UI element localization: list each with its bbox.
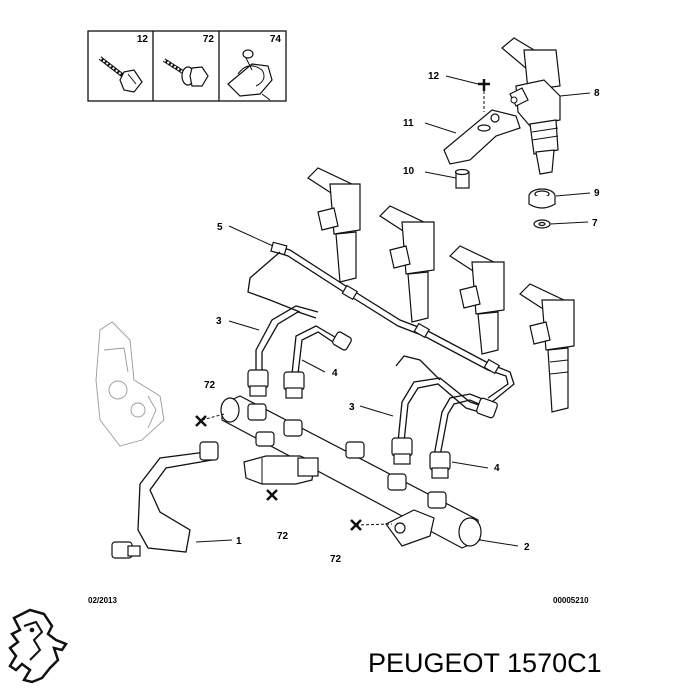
- injector-2: [379, 205, 435, 323]
- injector-4: [519, 283, 575, 413]
- peugeot-lion-logo: [8, 608, 68, 684]
- injector-3: [449, 245, 505, 355]
- callout-5: 5: [217, 222, 223, 233]
- bolt-washer-icon: [162, 58, 209, 87]
- legend-code-12: 12: [137, 34, 149, 45]
- spacer: [454, 168, 470, 189]
- injector-exploded: [501, 37, 561, 175]
- hp-pipe-right: [391, 355, 498, 479]
- footer-date: 02/2013: [88, 596, 117, 605]
- hp-pipe-left: [247, 305, 352, 399]
- fuel-rail: [220, 395, 482, 549]
- leader-lines: [195, 75, 591, 547]
- legend-box: 12 72 74: [87, 30, 287, 102]
- washer: [533, 219, 551, 229]
- return-line: [247, 241, 515, 403]
- injector-1: [307, 167, 361, 283]
- callout-3b: 3: [349, 402, 355, 413]
- marker-72c: [350, 519, 393, 531]
- callout-4a: 4: [332, 368, 338, 379]
- hp-pump-ghost: [95, 321, 165, 447]
- callout-11: 11: [403, 118, 414, 129]
- callout-72b: 72: [277, 531, 289, 542]
- pump-pipe: [111, 441, 219, 559]
- callout-72c: 72: [330, 554, 342, 565]
- brand-title: PEUGEOT 1570C1: [368, 648, 602, 678]
- callout-3a: 3: [216, 316, 222, 327]
- legend-code-74: 74: [270, 34, 282, 45]
- callout-8: 8: [594, 88, 600, 99]
- callout-72a: 72: [204, 380, 216, 391]
- callout-2: 2: [524, 542, 530, 553]
- callout-10: 10: [403, 166, 415, 177]
- injector-clamp: [443, 109, 521, 165]
- screw-marker: [478, 79, 490, 112]
- clip-icon: [227, 49, 273, 101]
- screw-icon: [98, 56, 143, 93]
- marker-72b: [266, 489, 278, 501]
- callout-1: 1: [236, 536, 242, 547]
- callout-12: 12: [428, 71, 440, 82]
- callout-9: 9: [594, 188, 600, 199]
- legend-code-72: 72: [203, 34, 215, 45]
- callout-7: 7: [592, 218, 598, 229]
- marker-72a: [195, 413, 225, 427]
- footer-ref: 00005210: [553, 596, 589, 605]
- seal-ring: [528, 188, 556, 209]
- callout-4b: 4: [494, 463, 500, 474]
